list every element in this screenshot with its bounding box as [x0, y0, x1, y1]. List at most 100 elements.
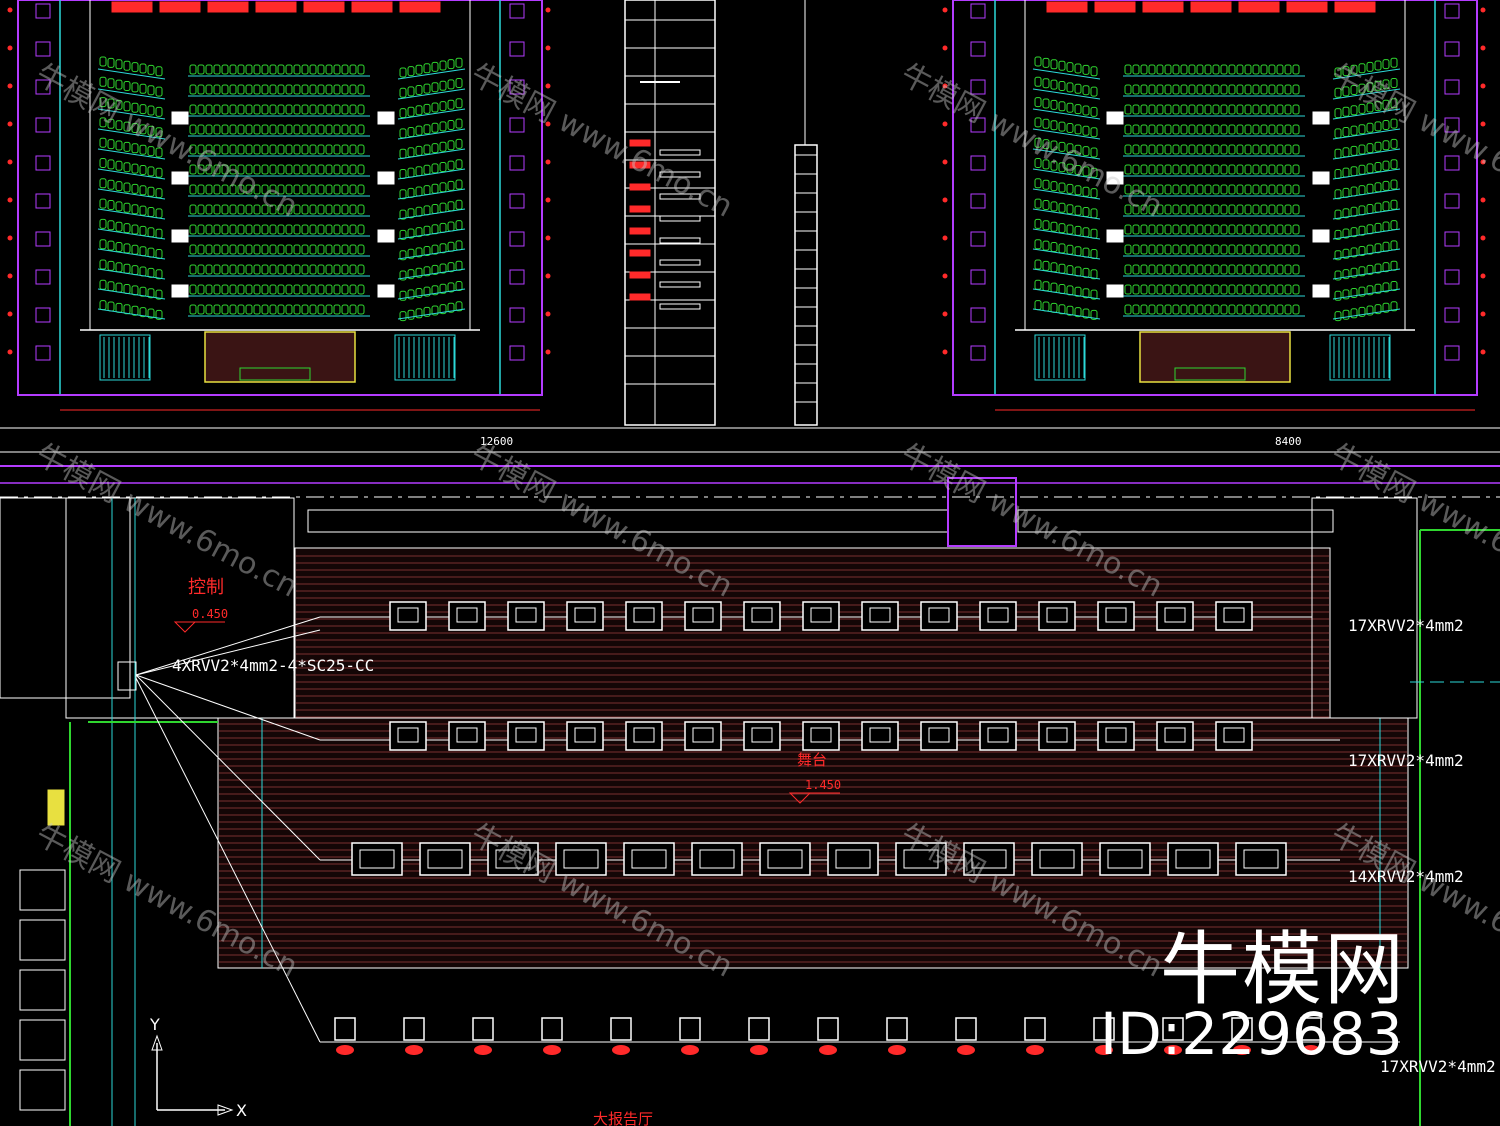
- seat: [1042, 118, 1050, 129]
- seat: [309, 264, 317, 275]
- fixture-lens: [633, 727, 655, 743]
- seat: [439, 60, 447, 71]
- spotlight: [817, 1017, 839, 1041]
- stage-light-box: [303, 1, 345, 13]
- seat: [285, 84, 293, 95]
- seat: [197, 224, 205, 235]
- seat: [155, 289, 163, 300]
- seat: [1074, 165, 1082, 175]
- seat: [213, 104, 221, 115]
- seat: [1276, 124, 1284, 135]
- seat: [1156, 284, 1164, 295]
- seat: [407, 147, 415, 158]
- seat: [1050, 181, 1058, 192]
- seat: [229, 264, 237, 275]
- grid-marker: [942, 311, 948, 317]
- seat: [1172, 124, 1180, 135]
- seat: [1140, 84, 1148, 95]
- seat: [147, 186, 155, 197]
- spotlight-head: [819, 1045, 837, 1055]
- seat: [221, 264, 229, 275]
- seat: [147, 146, 155, 157]
- seat: [197, 144, 205, 155]
- grid-marker: [942, 83, 948, 89]
- seat: [1236, 124, 1244, 135]
- column: [509, 307, 525, 323]
- seat: [253, 84, 261, 95]
- seat: [277, 224, 285, 235]
- seat: [1180, 304, 1188, 315]
- seat: [349, 164, 357, 175]
- seat: [455, 98, 463, 109]
- seat: [357, 104, 365, 115]
- seat: [407, 66, 415, 77]
- seat: [1220, 304, 1228, 315]
- seat: [341, 104, 349, 115]
- seat: [1148, 304, 1156, 315]
- legend-text-line: [659, 259, 701, 266]
- seat: [245, 124, 253, 135]
- seat: [423, 63, 431, 74]
- seat: [1204, 84, 1212, 95]
- spotlight: [1024, 1017, 1046, 1041]
- legend-text-line: [659, 281, 701, 288]
- seat: [1374, 222, 1382, 233]
- seat: [1050, 59, 1058, 70]
- seat: [253, 304, 261, 315]
- seat: [1164, 284, 1172, 295]
- seat: [1132, 204, 1140, 215]
- seat: [155, 269, 163, 280]
- column: [970, 41, 986, 57]
- seat: [1236, 184, 1244, 195]
- seat: [1172, 84, 1180, 95]
- axis-x-label: X: [236, 1101, 247, 1120]
- fixture-lens: [928, 727, 950, 743]
- aisle-light: [1106, 111, 1124, 125]
- seat: [197, 164, 205, 175]
- seat: [1132, 264, 1140, 275]
- seat: [237, 304, 245, 315]
- seat: [1260, 224, 1268, 235]
- fixture-lens: [1039, 849, 1075, 869]
- seat: [253, 264, 261, 275]
- row-line: [97, 288, 166, 300]
- aisle-light: [377, 284, 395, 298]
- seat: [1124, 164, 1132, 175]
- seat: [1374, 263, 1382, 274]
- seat: [431, 102, 439, 113]
- seat: [1292, 124, 1300, 135]
- seat: [1284, 64, 1292, 75]
- seat: [293, 224, 301, 235]
- seat: [1334, 250, 1342, 261]
- column: [1444, 269, 1460, 285]
- cable-run: [135, 677, 321, 1043]
- cable-run: [135, 674, 321, 861]
- seat: [1172, 284, 1180, 295]
- axis-y-label: Y: [149, 1015, 160, 1034]
- seat: [1244, 304, 1252, 315]
- seat: [293, 204, 301, 215]
- seat: [407, 187, 415, 198]
- seat: [147, 125, 155, 136]
- seat: [1066, 123, 1074, 133]
- seat: [341, 184, 349, 195]
- seat: [131, 224, 139, 235]
- seat: [1334, 128, 1342, 139]
- aisle-light: [1312, 229, 1330, 243]
- seat: [1374, 162, 1382, 172]
- fixture-lens: [397, 727, 419, 743]
- seat: [189, 84, 197, 95]
- row-line: [1032, 168, 1101, 180]
- spotlight-head: [336, 1045, 354, 1055]
- seat: [1228, 284, 1236, 295]
- seat: [1156, 224, 1164, 235]
- seat: [1244, 264, 1252, 275]
- seat: [1172, 184, 1180, 195]
- grid-marker: [545, 311, 551, 317]
- seat: [1082, 105, 1090, 116]
- dimension-right: 8400: [1275, 435, 1302, 448]
- seat: [107, 78, 115, 89]
- seat: [333, 284, 341, 295]
- seat: [285, 304, 293, 315]
- seat: [269, 184, 277, 195]
